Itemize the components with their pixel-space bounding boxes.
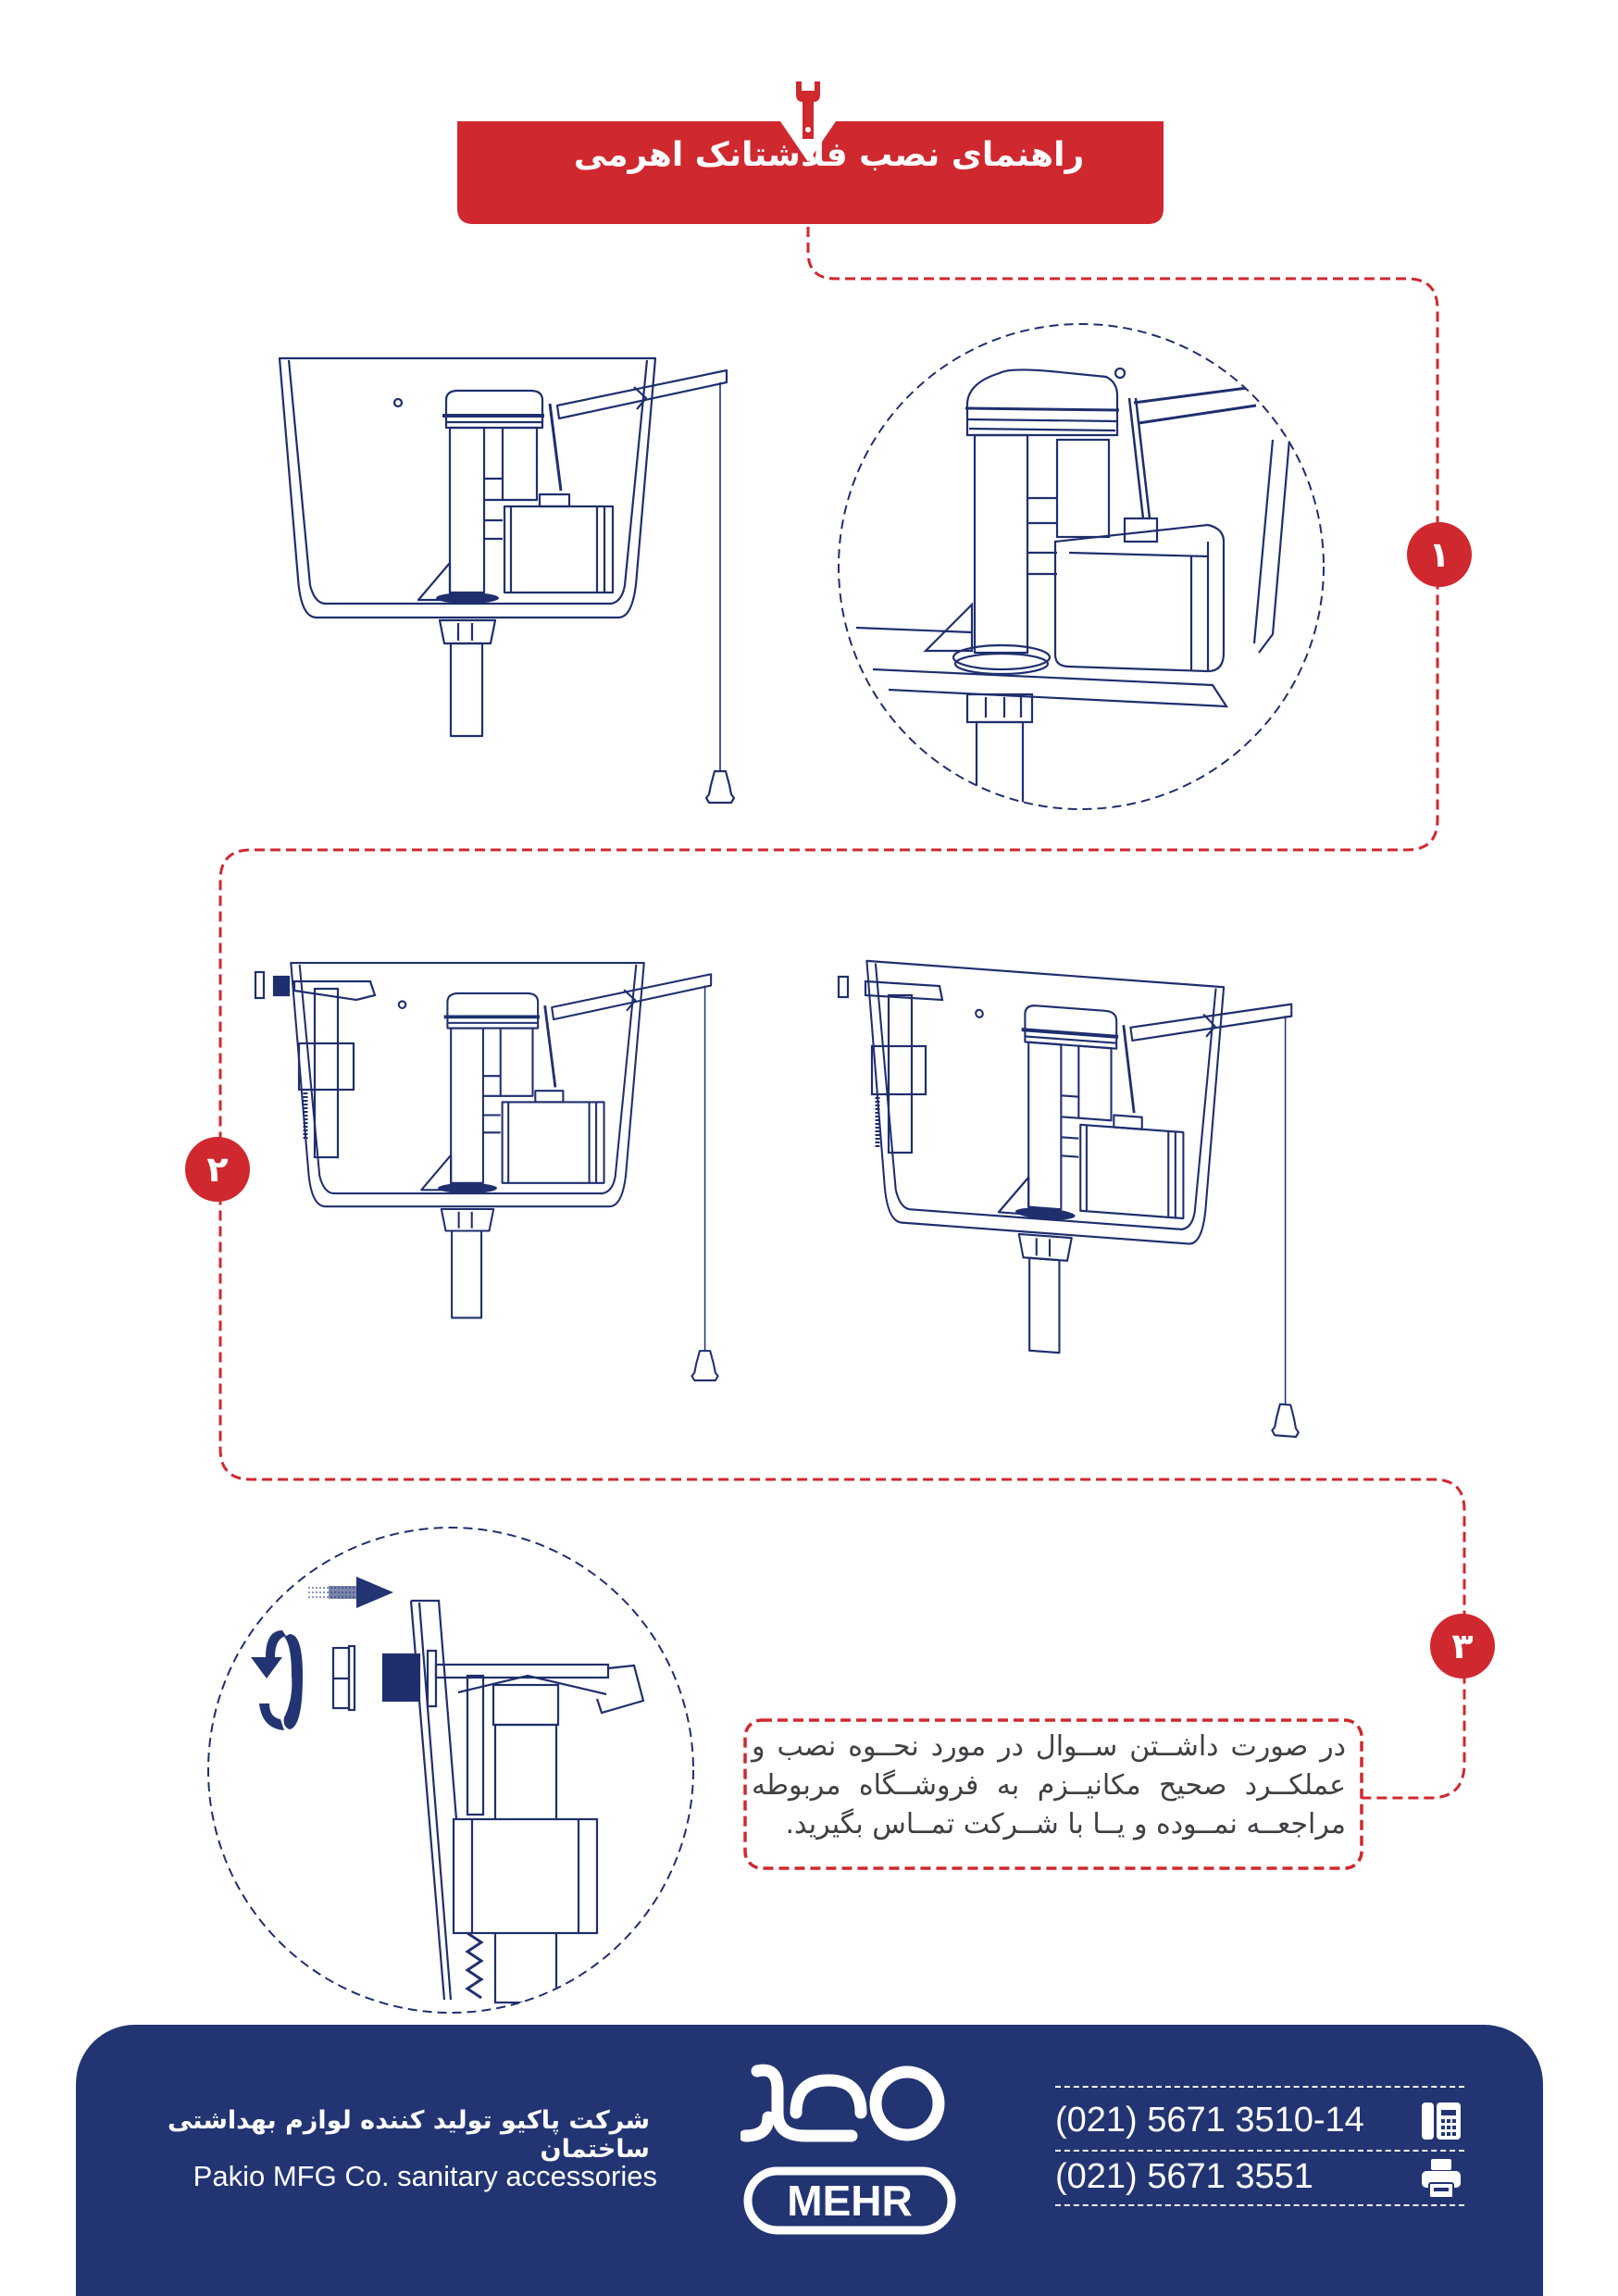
detail-circle-step1 (838, 323, 1325, 810)
dashed-connector (218, 227, 1466, 1800)
fill-valve-step2-front (254, 970, 377, 1159)
tank-diagram-step2-perspective (837, 961, 1299, 1437)
phone-number: (021) 5671 3510-14 (1055, 2101, 1364, 2140)
step-badge-3: ۳ (1430, 1614, 1495, 1678)
fax-row: (021) 5671 3551 (1055, 2157, 1462, 2197)
footer: شرکت پاکیو تولید کننده لوازم بهداشتی ساخ… (76, 2025, 1543, 2296)
divider (1055, 2204, 1464, 2206)
push-arrow-icon (308, 1577, 393, 1608)
fax-number: (021) 5671 3551 (1055, 2157, 1313, 2196)
page-title: راهنمای نصب فلاشتانک اهرمی (573, 136, 1085, 174)
note-box (743, 1718, 1363, 1870)
rotate-arrow-icon (251, 1630, 303, 1730)
fax-printer-icon (1422, 2159, 1461, 2199)
company-name-fa: شرکت پاکیو تولید کننده لوازم بهداشتی ساخ… (167, 2106, 650, 2164)
company-name-en: Pakio MFG Co. sanitary accessories (193, 2160, 657, 2192)
telephone-icon (1422, 2103, 1461, 2140)
detail-circle-step3 (207, 1527, 694, 2014)
wrench-icon (796, 81, 820, 139)
step-badge-2: ۲ (185, 1137, 250, 1202)
mehr-logo: MEHR (741, 2064, 956, 2235)
tank-diagram-step2-front (289, 961, 720, 1382)
phone-row: (021) 5671 3510-14 (1055, 2101, 1462, 2140)
tank-diagram-step1 (278, 356, 736, 805)
divider (1055, 2150, 1464, 2152)
header-banner (457, 81, 1164, 224)
step-badge-1: ۱ (1407, 522, 1472, 587)
logo-text-en: MEHR (787, 2177, 912, 2225)
divider (1055, 2086, 1464, 2088)
help-note: در صورت داشــتن ســوال در مورد نحــوه نص… (752, 1730, 1346, 1841)
